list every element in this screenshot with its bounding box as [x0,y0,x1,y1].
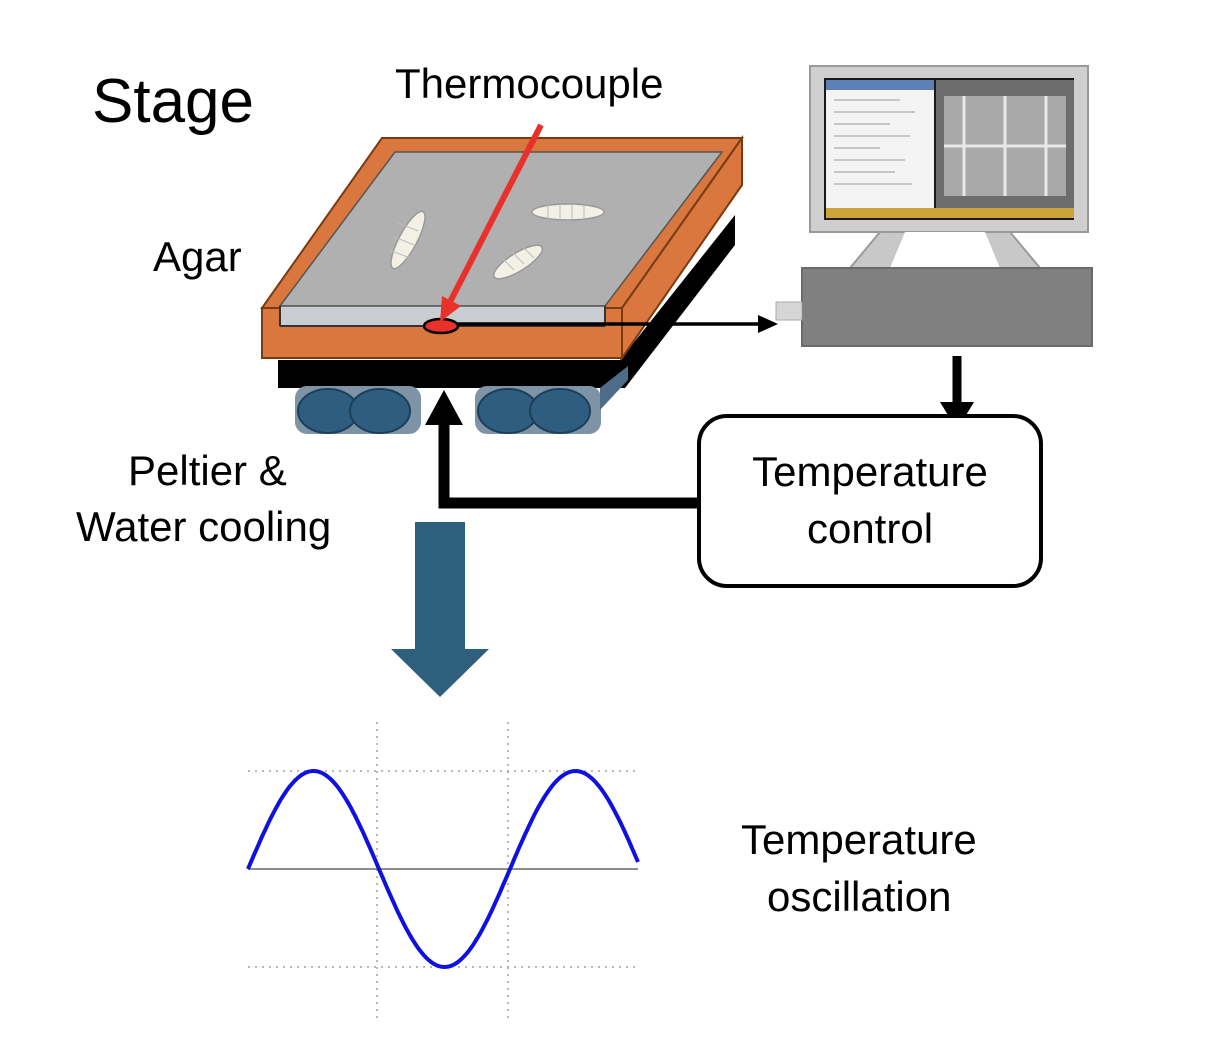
computer-box [801,267,1093,347]
oscillation-plot [246,722,640,1020]
water-cooler-right [475,386,601,434]
oscillation-label-line2: oscillation [767,873,952,920]
sine-wave [246,768,640,970]
thermocouple-label: Thermocouple [395,60,664,107]
peltier-label-line1: Peltier & [128,447,287,494]
peltier-label-line2: Water cooling [76,503,332,550]
temperature-control-box: Temperature control [697,414,1043,588]
stage-label: Stage [92,67,255,136]
larva-icon [531,203,605,221]
thermocouple-pointer [447,123,544,304]
peltier-plate [278,215,735,388]
control-label-line2: control [806,505,934,552]
computer-illustration [775,65,1093,430]
larva-icon [493,244,543,280]
water-cooler-left [295,386,421,434]
stage-illustration [260,123,778,434]
agar-label: Agar [153,233,242,280]
control-label-line1: Temperature [752,448,988,496]
oscillation-label-line1: Temperature [741,816,977,863]
larva-icon [388,210,426,270]
output-down-arrow [391,522,489,697]
feedback-arrow [425,390,697,509]
